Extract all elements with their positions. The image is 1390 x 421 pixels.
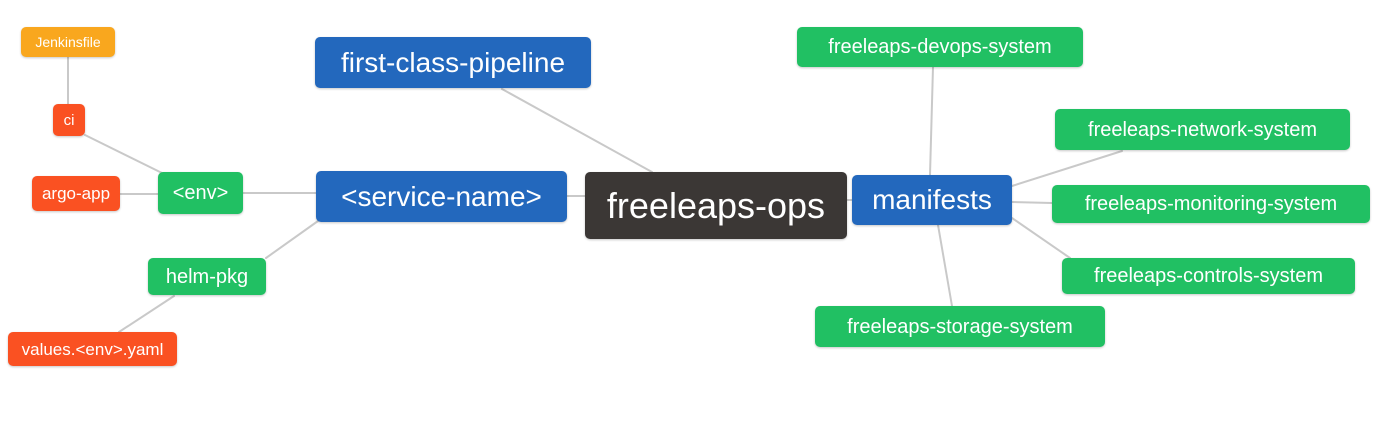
node-freeleaps-controls-system[interactable]: freeleaps-controls-system <box>1062 258 1355 294</box>
node-argo-app[interactable]: argo-app <box>32 176 120 211</box>
node-service-name[interactable]: <service-name> <box>316 171 567 222</box>
node-helm-pkg[interactable]: helm-pkg <box>148 258 266 295</box>
node-freeleaps-devops-system[interactable]: freeleaps-devops-system <box>797 27 1083 67</box>
node-manifests[interactable]: manifests <box>852 175 1012 225</box>
node-freeleaps-network-system[interactable]: freeleaps-network-system <box>1055 109 1350 150</box>
node-jenkinsfile[interactable]: Jenkinsfile <box>21 27 115 57</box>
node-freeleaps-storage-system[interactable]: freeleaps-storage-system <box>815 306 1105 347</box>
node-values-env-yaml[interactable]: values.<env>.yaml <box>8 332 177 366</box>
node-ci[interactable]: ci <box>53 104 85 136</box>
node-freeleaps-monitoring-system[interactable]: freeleaps-monitoring-system <box>1052 185 1370 223</box>
node-freeleaps-ops[interactable]: freeleaps-ops <box>585 172 847 239</box>
node-env[interactable]: <env> <box>158 172 243 214</box>
node-first-class-pipeline[interactable]: first-class-pipeline <box>315 37 591 88</box>
